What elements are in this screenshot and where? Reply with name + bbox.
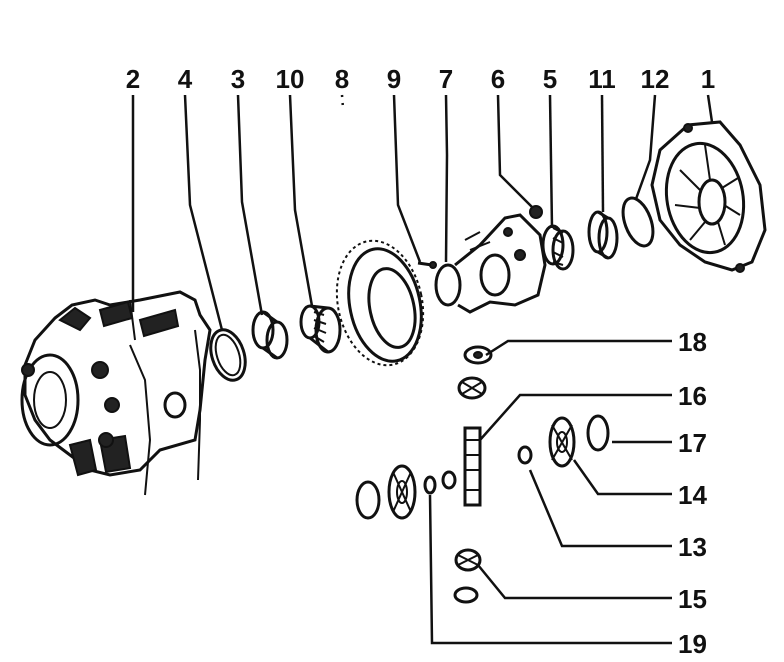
label-13: 13 xyxy=(678,532,707,562)
label-9: 9 xyxy=(387,64,401,94)
label-7: 7 xyxy=(439,64,453,94)
label-15: 15 xyxy=(678,584,707,614)
part-11-bearing-race xyxy=(587,210,619,260)
part-5-bearing xyxy=(541,224,575,271)
part-16-pinion-shaft xyxy=(463,426,482,507)
top-labels: 2 4 3 10 8 9 7 6 5 11 12 1 xyxy=(126,64,715,94)
right-labels: 18 16 17 14 13 15 19 xyxy=(678,327,707,659)
label-8: 8 xyxy=(335,64,349,94)
part-1-side-cover xyxy=(650,120,767,273)
label-1: 1 xyxy=(701,64,715,94)
part-9-pin xyxy=(417,261,437,269)
label-6: 6 xyxy=(491,64,505,94)
label-2: 2 xyxy=(126,64,140,94)
leader-lines xyxy=(131,94,714,645)
part-17-thrust-washer xyxy=(586,414,610,452)
part-13-washer xyxy=(517,445,533,465)
label-11: 11 xyxy=(588,64,616,94)
label-18: 18 xyxy=(678,327,707,357)
label-16: 16 xyxy=(678,381,707,411)
label-10: 10 xyxy=(276,64,305,94)
part-15-differential-pinion xyxy=(453,548,482,604)
label-4: 4 xyxy=(178,64,193,94)
part-6-nut xyxy=(529,205,543,219)
label-19: 19 xyxy=(678,629,707,659)
label-14: 14 xyxy=(678,480,707,510)
part-14-side-gear xyxy=(548,416,576,468)
part-19-side-gear-set xyxy=(355,464,457,520)
part-7-differential-case xyxy=(434,213,547,314)
part-4-gasket xyxy=(209,328,247,382)
label-5: 5 xyxy=(543,64,557,94)
label-12: 12 xyxy=(641,64,670,94)
part-differential-pinion-upper xyxy=(457,376,487,400)
part-10-roller-bearing xyxy=(299,304,342,354)
label-17: 17 xyxy=(678,428,707,458)
part-3-bearing-race xyxy=(251,310,289,360)
part-12-shim-ring xyxy=(621,196,655,248)
part-8-ring-gear xyxy=(335,239,425,367)
part-18-thrust-washer xyxy=(463,345,493,365)
label-3: 3 xyxy=(231,64,245,94)
part-2-housing xyxy=(20,290,212,496)
